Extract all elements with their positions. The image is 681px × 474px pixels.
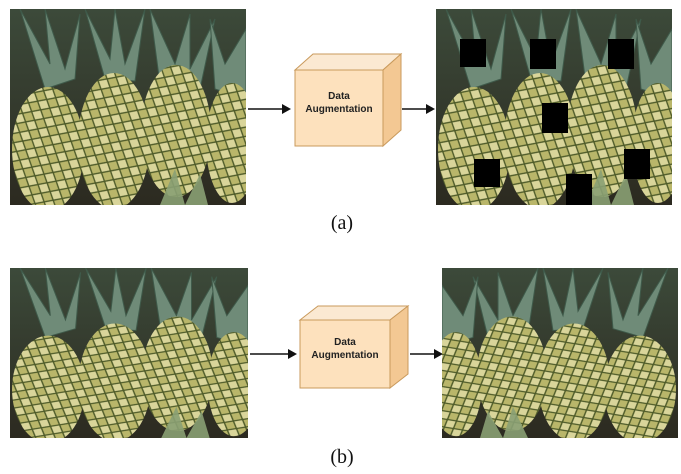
arrow-right-icon: [250, 349, 297, 359]
erase-mask: [542, 103, 568, 133]
data-augmentation-block: Data Augmentation: [293, 52, 403, 148]
input-image-a: [10, 9, 246, 205]
caption-b: (b): [330, 446, 354, 468]
panel-b: Data Augmentation (b): [0, 240, 681, 474]
erase-mask: [460, 39, 486, 67]
output-image-a: [436, 9, 672, 205]
block-label-line2: Augmentation: [311, 350, 379, 361]
block-label-line1: Data: [328, 91, 350, 102]
data-augmentation-block: Data Augmentation: [298, 304, 410, 390]
arrow-right-icon: [402, 104, 435, 114]
erase-mask: [566, 174, 592, 205]
erase-mask: [608, 39, 634, 69]
input-image-b: [10, 268, 248, 438]
arrow-right-icon: [410, 349, 443, 359]
caption-a: (a): [330, 212, 354, 234]
erase-mask: [474, 159, 500, 187]
panel-a: Data Augmentation (a): [10, 9, 672, 234]
block-label-line1: Data: [334, 337, 356, 348]
arrow-right-icon: [248, 104, 291, 114]
output-image-b: [442, 268, 678, 438]
erase-mask: [624, 149, 650, 179]
erase-mask: [530, 39, 556, 69]
block-label-line2: Augmentation: [305, 104, 373, 115]
